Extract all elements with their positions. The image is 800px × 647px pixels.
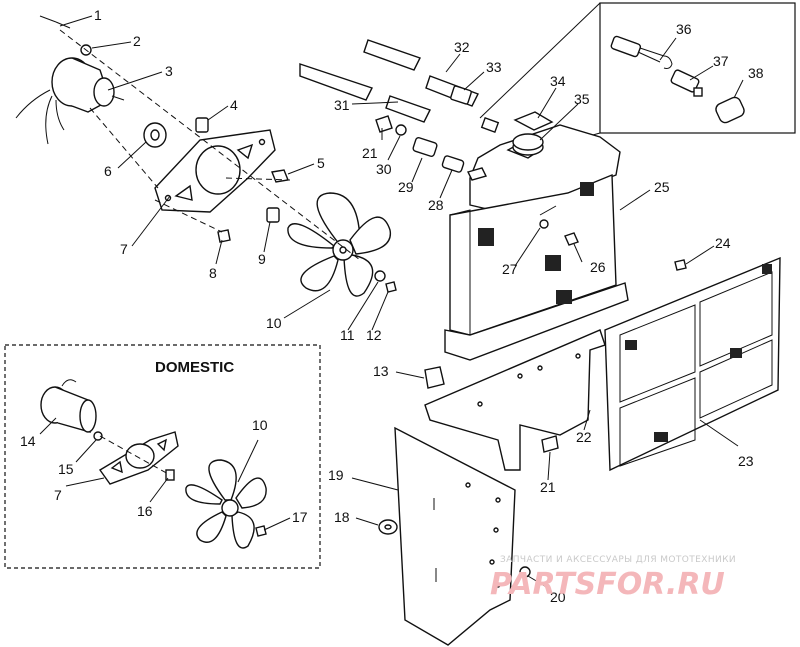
callout-21-upper: 21 <box>362 145 378 161</box>
temperature-sensor-part <box>670 69 703 97</box>
callout-2: 2 <box>133 33 141 49</box>
fan-blade-part <box>287 192 392 297</box>
callout-32: 32 <box>454 39 470 55</box>
side-panel-part <box>394 426 516 646</box>
callout-14: 14 <box>20 433 36 449</box>
callout-3: 3 <box>165 63 173 79</box>
spacer-part <box>266 207 280 223</box>
radiator-cap-part <box>512 133 544 156</box>
callout-26: 26 <box>590 259 606 275</box>
callout-20: 20 <box>550 589 566 605</box>
radiator-screen-part <box>604 256 781 472</box>
callout-23: 23 <box>738 453 754 469</box>
fan-shroud-part <box>424 329 606 471</box>
watermark: ЗАПЧАСТИ И АКСЕССУАРЫ ДЛЯ МОТОТЕХНИКИ PA… <box>490 555 736 602</box>
callout-12: 12 <box>366 327 382 343</box>
watermark-tagline: ЗАПЧАСТИ И АКСЕССУАРЫ ДЛЯ МОТОТЕХНИКИ <box>500 555 736 565</box>
callout-22: 22 <box>576 429 592 445</box>
callout-6: 6 <box>104 163 112 179</box>
leader-lines <box>39 15 739 589</box>
sensor-connector-part <box>610 35 673 69</box>
callout-30: 30 <box>376 161 392 177</box>
callout-16: 16 <box>137 503 153 519</box>
callout-8: 8 <box>209 265 217 281</box>
sensor-cap-part <box>715 96 745 124</box>
callout-24: 24 <box>715 235 731 251</box>
domestic-label: DOMESTIC <box>155 359 234 376</box>
domestic-section: DOMESTIC <box>4 344 321 569</box>
radiator-part <box>444 124 629 361</box>
domestic-motor-part <box>40 379 97 433</box>
callout-29: 29 <box>398 179 414 195</box>
inset-sensor-box <box>599 2 796 134</box>
callout-34: 34 <box>550 73 566 89</box>
callout-10-domestic: 10 <box>252 417 268 433</box>
callout-4: 4 <box>230 97 238 113</box>
callout-35: 35 <box>574 91 590 107</box>
callout-7-domestic: 7 <box>54 487 62 503</box>
callout-31: 31 <box>334 97 350 113</box>
callout-13: 13 <box>373 363 389 379</box>
hose-fittings-part <box>375 115 465 173</box>
callout-27: 27 <box>502 261 518 277</box>
callout-38: 38 <box>748 65 764 81</box>
callout-36: 36 <box>676 21 692 37</box>
callout-33: 33 <box>486 59 502 75</box>
callout-37: 37 <box>713 53 729 69</box>
callout-10-main: 10 <box>266 315 282 331</box>
callout-18: 18 <box>334 509 350 525</box>
watermark-brand: PARTSFOR.RU <box>490 567 725 602</box>
callout-numbers: 1 2 3 4 5 6 7 8 9 10 11 12 13 14 15 7 16… <box>20 7 764 605</box>
motor-grommet-part <box>143 122 167 148</box>
callout-7-main: 7 <box>120 241 128 257</box>
fan-motor-part <box>15 57 125 145</box>
callout-25: 25 <box>654 179 670 195</box>
upper-hose-part <box>299 39 479 123</box>
callout-15: 15 <box>58 461 74 477</box>
callout-11: 11 <box>340 327 355 343</box>
cap-gasket-part <box>513 111 554 131</box>
motor-bolt-part <box>39 15 71 29</box>
callout-1: 1 <box>94 7 102 23</box>
callout-19: 19 <box>328 467 344 483</box>
domestic-fan-blade-part <box>185 459 267 549</box>
hose-clamp-part <box>450 85 500 133</box>
callout-9: 9 <box>258 251 266 267</box>
callout-28: 28 <box>428 197 444 213</box>
callout-5: 5 <box>317 155 325 171</box>
callout-17: 17 <box>292 509 308 525</box>
callout-21-lower: 21 <box>540 479 556 495</box>
mount-plate-part <box>154 129 276 213</box>
spacer-part <box>195 117 209 133</box>
